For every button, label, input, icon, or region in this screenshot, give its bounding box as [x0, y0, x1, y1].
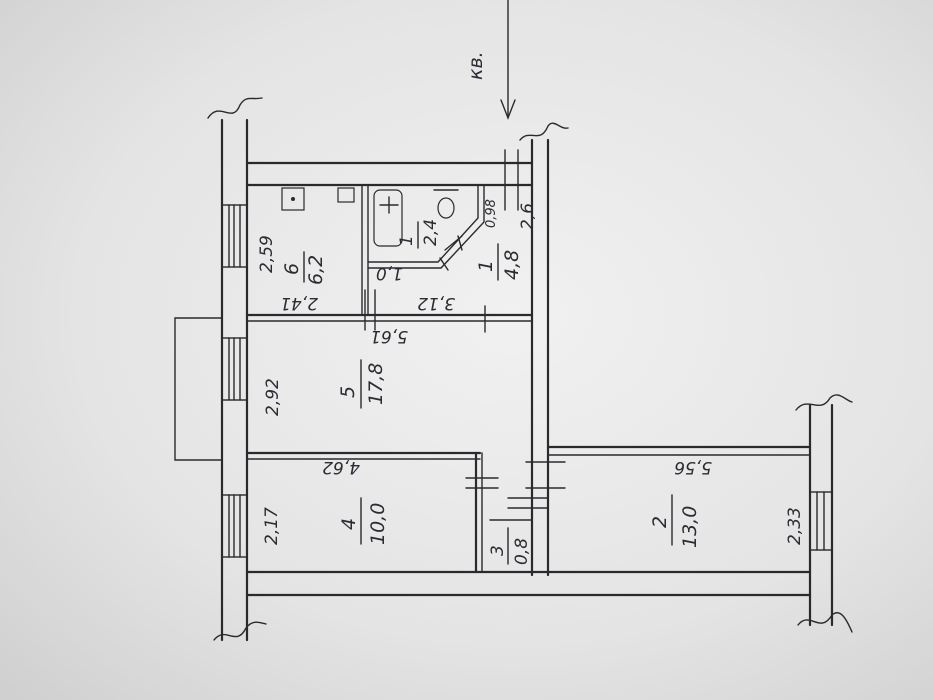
room-number: 6 — [281, 263, 303, 275]
room-area: 2,4 — [421, 219, 441, 246]
top-wall — [245, 161, 534, 187]
window-left-bottom — [221, 494, 248, 558]
room-area: 0,8 — [512, 538, 532, 565]
room-label-1-wc: 1 2,4 — [397, 219, 441, 249]
room-number: 2 — [649, 516, 671, 528]
dim-label: 4,62 — [322, 457, 360, 477]
room-area: 13,0 — [679, 506, 701, 548]
room-label-2: 2 13,0 — [649, 494, 701, 548]
room-label-6: 6 6,2 — [281, 251, 327, 285]
dim-label: 2,17 — [262, 507, 282, 545]
partition-6-5 — [245, 289, 534, 333]
window-left-middle — [221, 337, 248, 401]
room-label-4: 4 10,0 — [338, 497, 389, 545]
dim-label: 2,92 — [263, 378, 283, 416]
room-label-1: 1 4,8 — [475, 243, 523, 281]
corridor-wall — [519, 122, 569, 577]
room-2-wall — [546, 445, 812, 456]
room-area: 10,0 — [367, 503, 389, 545]
room-number: 4 — [338, 518, 360, 530]
room-number: 1 — [397, 235, 417, 246]
window-right — [809, 491, 833, 551]
dim-label: 2,6 — [518, 203, 538, 230]
bottom-wall — [245, 570, 812, 597]
balcony — [174, 317, 223, 461]
dim-label: 5,56 — [674, 457, 712, 477]
dim-label: 2,33 — [785, 507, 805, 545]
room-area: 17,8 — [365, 363, 387, 405]
dim-label: 2,41 — [280, 293, 318, 313]
outer-wall-left — [207, 97, 267, 642]
room-label-3: 3 0,8 — [488, 527, 532, 565]
dim-label: 0,98 — [484, 199, 499, 228]
room-number: 5 — [337, 386, 359, 398]
room-area: 6,2 — [305, 255, 327, 285]
dim-label: 5,61 — [370, 326, 408, 346]
room-number: 3 — [488, 545, 508, 556]
room-label-5: 5 17,8 — [337, 359, 387, 409]
entrance-arrow — [500, 0, 516, 120]
partition-5-4 — [245, 451, 566, 574]
dim-label: 2,59 — [257, 235, 277, 273]
room-number: 1 — [475, 260, 497, 272]
dim-label: 1,0 — [376, 263, 403, 283]
apartment-note: кв. — [465, 51, 487, 80]
dim-label: 3,12 — [417, 293, 455, 313]
room-area: 4,8 — [501, 250, 523, 280]
bathroom-partitions — [281, 149, 519, 316]
window-left-top — [221, 204, 248, 268]
